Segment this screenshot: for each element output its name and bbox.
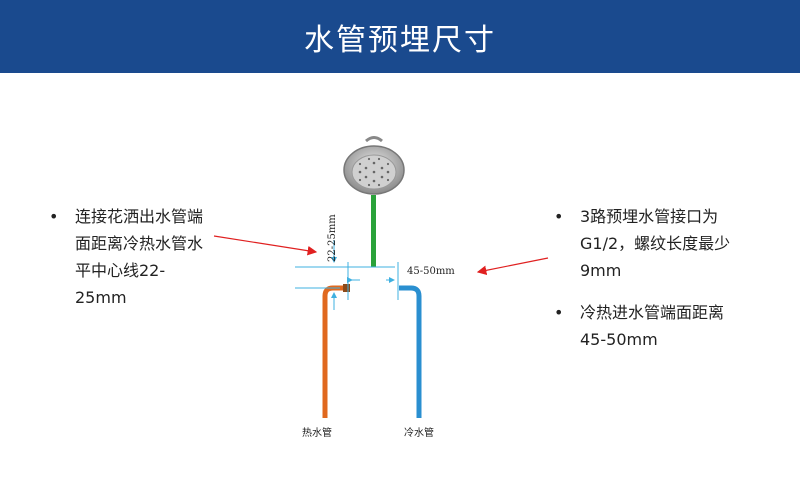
note-text: 3路预埋水管接口为G1/2，螺纹长度最少9mm	[580, 207, 731, 280]
note-text: 连接花洒出水管端面距离冷热水管水平中心线22-25mm	[75, 207, 204, 307]
left-pointer-arrow	[213, 235, 318, 256]
dimension-lines	[295, 240, 399, 310]
note-inlet-distance: • 冷热进水管端面距离45-50mm	[554, 299, 750, 353]
cold-pipe-label: 冷水管	[404, 426, 434, 439]
horizontal-dimension-label: 45-50mm	[407, 266, 455, 277]
cold-water-pipe	[399, 285, 422, 418]
title-banner: 水管预埋尺寸	[0, 0, 800, 73]
shower-head-icon	[343, 136, 405, 195]
note-text: 冷热进水管端面距离45-50mm	[580, 303, 725, 349]
bullet-icon: •	[49, 207, 59, 226]
bullet-icon: •	[554, 303, 564, 322]
hot-water-pipe	[322, 285, 348, 418]
note-thread-spec: • 3路预埋水管接口为G1/2，螺纹长度最少9mm	[554, 203, 750, 284]
page-title: 水管预埋尺寸	[304, 22, 496, 58]
shower-pipe	[371, 195, 376, 267]
bullet-icon: •	[554, 207, 564, 226]
note-outlet-distance: • 连接花洒出水管端面距离冷热水管水平中心线22-25mm	[49, 203, 210, 311]
vertical-dimension-label: 22-25mm	[327, 214, 338, 262]
right-pointer-arrow	[476, 257, 549, 276]
hot-pipe-label: 热水管	[302, 426, 332, 439]
hot-pipe-end	[343, 284, 350, 292]
